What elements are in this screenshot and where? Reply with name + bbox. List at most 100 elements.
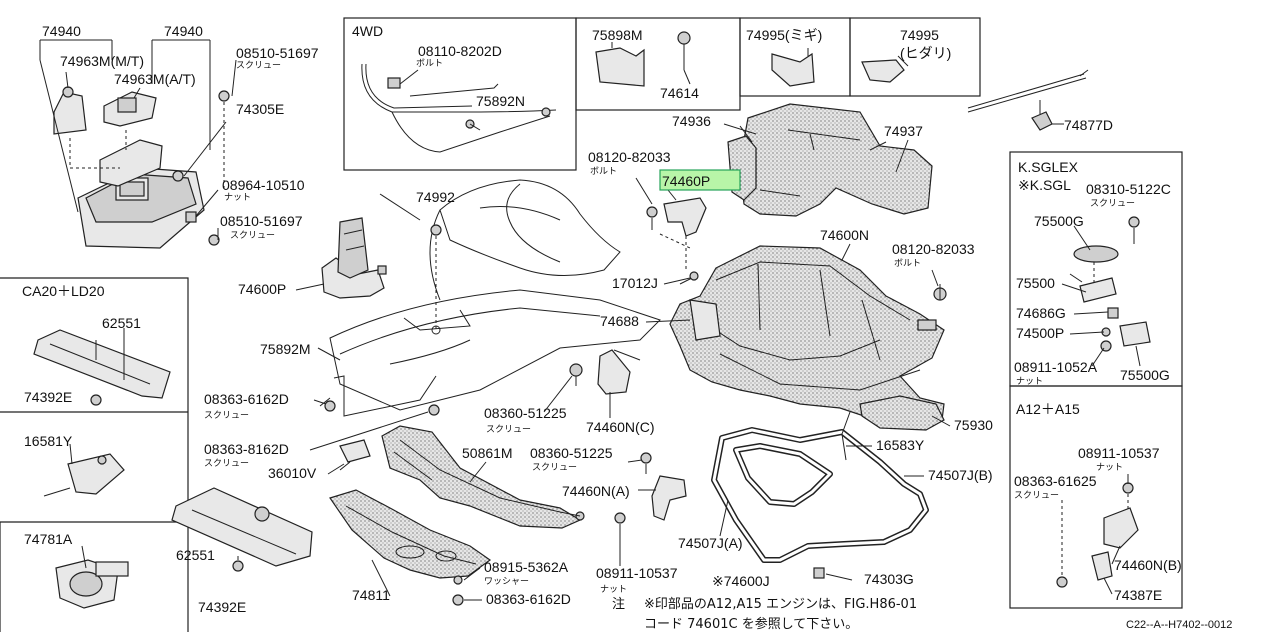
label-p39: 08360-51225 [530, 445, 613, 461]
sublabel-p30: スクリュー [204, 410, 249, 421]
label-p41: 74781A [24, 531, 73, 547]
label-p15: (ヒダリ) [900, 45, 951, 61]
label-p51: 08363-6162D [486, 591, 571, 607]
highlight-74460p [659, 169, 741, 191]
brackets-74995 [771, 48, 909, 87]
label-p23: 74600N [820, 227, 869, 243]
bracket-74460nc [569, 349, 641, 395]
sublabel-p46: ナット [600, 584, 627, 595]
seal-74507j [711, 411, 929, 579]
label-p58: 75500G [1120, 367, 1170, 383]
brackets-left [319, 375, 440, 471]
label-p36: 16581Y [24, 433, 73, 449]
label-p62: 74387E [1114, 587, 1162, 603]
sublabel-p59: ナット [1096, 462, 1123, 473]
label-p43: 62551 [176, 547, 215, 563]
grommet-74781a [55, 545, 129, 609]
plate-62551-ca20 [33, 328, 171, 406]
header-ksgl: ※K.SGL [1018, 177, 1071, 193]
bracket-74460na [614, 452, 687, 524]
4wd-harness [361, 63, 557, 153]
label-p60: 08363-61625 [1014, 473, 1097, 489]
label-p61: 74460N(B) [1114, 557, 1182, 573]
label-p37: 36010V [268, 465, 317, 481]
label-p24: 08120-82033 [892, 241, 975, 257]
panel-75930 [859, 395, 945, 431]
part-labels: 74940 74940 74963M(M/T) 74963M(A/T) 0851… [22, 23, 1182, 615]
label-p17: 74936 [672, 113, 711, 129]
label-p33: 74460N(C) [586, 419, 654, 435]
sublabel-p60: スクリュー [1014, 490, 1059, 501]
floor-panel [329, 179, 661, 411]
label-p4: 74963M(A/T) [114, 71, 196, 87]
label-p14: 74995 [900, 27, 939, 43]
sensor-16581y [43, 443, 125, 497]
sublabel-p52: スクリュー [1090, 198, 1135, 209]
sublabel-p9: ボルト [416, 58, 443, 69]
label-p25: 17012J [612, 275, 658, 291]
label-p8: 08510-51697 [220, 213, 303, 229]
label-p49: 74392E [198, 599, 246, 615]
sublabel-p24: ボルト [894, 258, 921, 269]
label-p47: ※74600J [712, 573, 770, 589]
sublabel-p8: スクリュー [230, 230, 275, 241]
footnote: 注 ※印部品のA12,A15 エンジンは、FIG.H86-01 コード 7460… [612, 597, 1232, 632]
note-line-2: コード 74601C を参照して下さい。 [644, 616, 858, 632]
label-p28: 74392E [24, 389, 72, 405]
note-line-1: ※印部品のA12,A15 エンジンは、FIG.H86-01 [644, 597, 917, 612]
section-frames [0, 17, 1183, 632]
a12-parts [1056, 482, 1139, 588]
sublabel-p5: スクリュー [236, 60, 281, 71]
label-p22: 74600P [238, 281, 286, 297]
under-cover-50861m [381, 425, 585, 529]
label-p54: 75500 [1016, 275, 1055, 291]
label-p53: 75500G [1034, 213, 1084, 229]
label-p5: 08510-51697 [236, 45, 319, 61]
label-p56: 74500P [1016, 325, 1064, 341]
label-p11: 75898M [592, 27, 643, 43]
label-p34: 16583Y [876, 437, 925, 453]
floor-tray-74600n [669, 245, 947, 427]
tunnel-part-74600p [321, 217, 387, 299]
label-p1: 74940 [42, 23, 81, 39]
label-p9: 08110-8202D [418, 43, 502, 59]
header-a12: A12＋A15 [1016, 401, 1080, 417]
label-p57: 08911-1052A [1014, 359, 1098, 375]
center-console [39, 39, 237, 249]
label-p7: 08964-10510 [222, 177, 305, 193]
header-ksglex: K.SGLEX [1018, 159, 1079, 175]
label-p46: 08911-10537 [596, 565, 678, 581]
label-p12: 74614 [660, 85, 699, 101]
label-p19: 08120-82033 [588, 149, 671, 165]
label-p40: 74507J(B) [928, 467, 993, 483]
label-p31: 08363-8162D [204, 441, 289, 457]
label-p44: 74507J(A) [678, 535, 743, 551]
sublabel-p31: スクリュー [204, 458, 249, 469]
sublabel-p19: ボルト [590, 166, 617, 177]
bracket-75898m [595, 31, 691, 87]
ksglex-parts [1069, 216, 1151, 352]
sublabel-p57: ナット [1016, 376, 1043, 387]
label-p42: 74460N(A) [562, 483, 630, 499]
label-p32: 08360-51225 [484, 405, 567, 421]
label-p16: 74877D [1064, 117, 1113, 133]
insulator-74936-74937 [727, 103, 933, 217]
sublabel-p39: スクリュー [532, 462, 577, 473]
label-p29: 75892M [260, 341, 311, 357]
label-p52: 08310-5122C [1086, 181, 1171, 197]
sublabel-p45: ワッシャー [484, 577, 529, 587]
header-ca20: CA20＋LD20 [22, 283, 105, 299]
label-p35: 75930 [954, 417, 993, 433]
label-p21: 74992 [416, 189, 455, 205]
label-p38: 50861M [462, 445, 513, 461]
label-p45: 08915-5362A [484, 559, 569, 575]
label-p30: 08363-6162D [204, 391, 289, 407]
label-p55: 74686G [1016, 305, 1066, 321]
label-p13: 74995(ミギ) [746, 27, 822, 43]
figure-code: C22--A--H7402--0012 [1126, 619, 1232, 631]
label-p48: 74303G [864, 571, 914, 587]
label-p20: 74460P [662, 173, 710, 189]
label-p50: 74811 [352, 587, 390, 603]
note-label: 注 [612, 597, 625, 612]
